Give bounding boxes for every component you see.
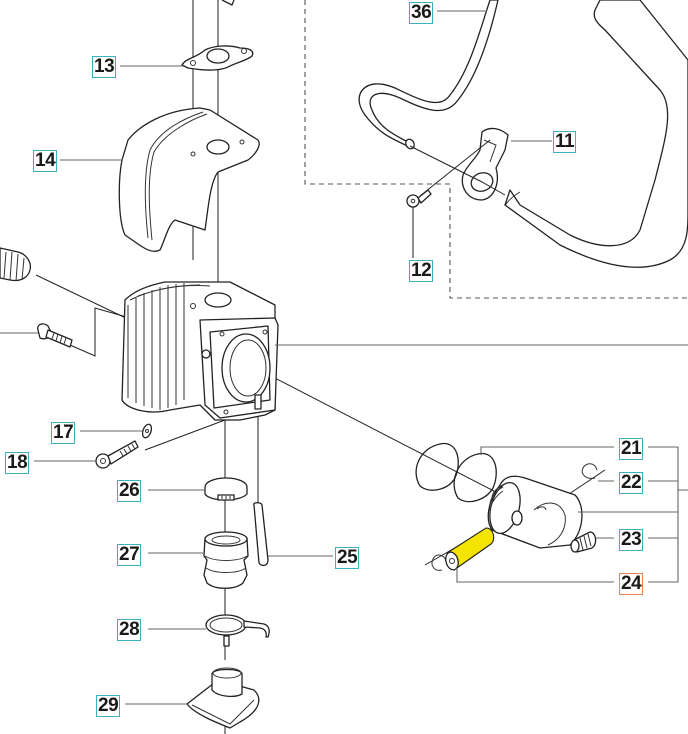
bracket-screw-part[interactable]: [406, 189, 432, 208]
washer-part[interactable]: [141, 423, 153, 439]
callout-28[interactable]: 28: [117, 619, 142, 641]
piston-rings-part[interactable]: [415, 443, 497, 503]
callout-22[interactable]: 22: [619, 472, 644, 494]
callout-36[interactable]: 36: [409, 2, 434, 24]
callout-27[interactable]: 27: [117, 544, 142, 566]
callout-14[interactable]: 14: [33, 150, 58, 172]
hose-clamp-part[interactable]: [204, 477, 248, 501]
cylinder-bolt-part[interactable]: [95, 440, 139, 469]
callout-23[interactable]: 23: [619, 529, 644, 551]
callout-21[interactable]: 21: [619, 438, 644, 460]
circlip-part-lower: [431, 554, 447, 571]
spark-plug-part: [0, 247, 32, 282]
muffler-fragment: [221, 0, 235, 6]
spring-clamp-part[interactable]: [205, 614, 270, 647]
callout-24[interactable]: 24: [619, 573, 644, 595]
cylinder-part[interactable]: [121, 281, 279, 421]
heat-shield-part[interactable]: [118, 107, 260, 252]
callout-11[interactable]: 11: [553, 131, 577, 153]
carburetor-adapter-part[interactable]: [186, 667, 260, 729]
cylinder-screw-part: [37, 323, 73, 348]
callout-18[interactable]: 18: [5, 452, 30, 474]
front-handle-part[interactable]: [358, 0, 688, 268]
impulse-hose-part[interactable]: [253, 502, 269, 567]
circlip-part[interactable]: [581, 463, 598, 479]
callout-12[interactable]: 12: [409, 260, 434, 282]
needle-bearing-part[interactable]: [570, 531, 597, 553]
assembly-axes: [35, 0, 606, 734]
callout-25[interactable]: 25: [335, 547, 360, 569]
callout-13[interactable]: 13: [92, 56, 117, 78]
callout-29[interactable]: 29: [96, 695, 121, 717]
handle-bracket-part[interactable]: [461, 127, 509, 201]
intake-boot-part[interactable]: [203, 531, 249, 589]
leader-lines: [34, 10, 688, 705]
piston-pin-part[interactable]: [444, 527, 495, 571]
handle-group-boundary: [304, 0, 688, 299]
muffler-gasket-part[interactable]: [181, 45, 254, 71]
callout-26[interactable]: 26: [117, 480, 142, 502]
piston-part[interactable]: [485, 475, 583, 549]
callout-17[interactable]: 17: [51, 422, 76, 444]
